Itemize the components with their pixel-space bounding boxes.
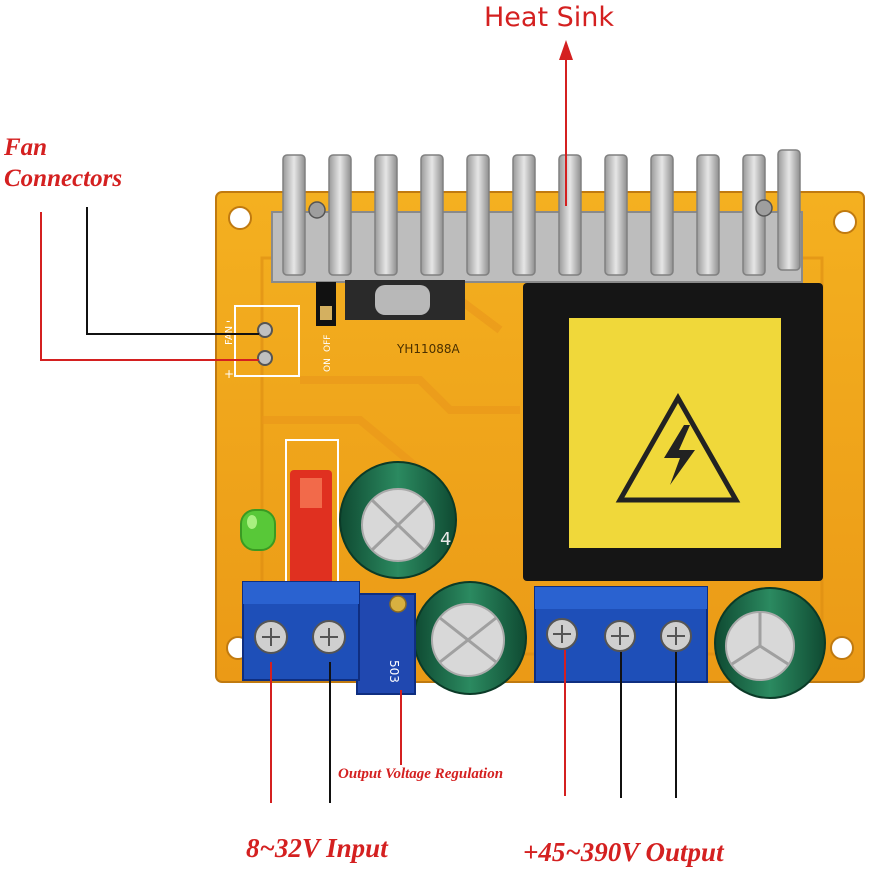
- input-label: 8~32V Input: [246, 833, 388, 863]
- fan-plus-text: +: [224, 367, 234, 381]
- potentiometer: [356, 593, 416, 695]
- fan-label-line2: Connectors: [4, 165, 123, 192]
- fan-connector: [234, 305, 300, 377]
- fan-switch-jumper: [316, 282, 336, 326]
- capacitor-3: [714, 587, 826, 699]
- heat-sink: [271, 149, 803, 283]
- fan-connectors-label: Fan Connectors: [4, 132, 122, 194]
- fan-label-line1: Fan: [4, 134, 48, 161]
- switch-on-text: ON: [323, 358, 333, 372]
- fuse: [285, 439, 339, 591]
- board-model-text: YH11088A: [396, 342, 461, 356]
- capacitor-2: [413, 581, 527, 695]
- transformer: [523, 283, 823, 581]
- fan-minus-text: -: [226, 314, 230, 328]
- capacitor-1: [339, 461, 457, 579]
- pot-code-text: 503: [387, 660, 401, 683]
- mosfet: [345, 280, 465, 320]
- input-terminal-block: [242, 581, 360, 681]
- callout-lines: [40, 40, 677, 803]
- heat-sink-label: Heat Sink: [484, 2, 615, 33]
- output-label: +45~390V Output: [523, 837, 724, 867]
- cap-mark-text: 4: [440, 529, 451, 550]
- power-led: [240, 509, 276, 551]
- output-voltage-regulation-label: Output Voltage Regulation: [338, 766, 504, 782]
- fan-silk-text: FAN: [224, 326, 235, 345]
- switch-off-text: OFF: [323, 335, 333, 352]
